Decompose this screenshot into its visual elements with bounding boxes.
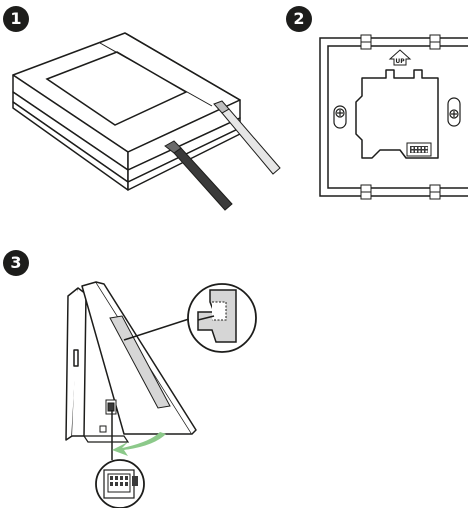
zoom-detail-top [187, 283, 257, 353]
step-1-illustration [12, 32, 281, 211]
frame-clips [360, 34, 441, 200]
up-label: UP [395, 58, 405, 65]
zoom-detail-bottom [95, 459, 145, 508]
center-plate [355, 69, 439, 159]
screwdriver-light [213, 100, 281, 175]
step-3-badge: 3 [3, 250, 29, 276]
step-2-badge: 2 [286, 6, 312, 32]
connector-block [406, 142, 432, 157]
keyhole-right [447, 97, 461, 127]
mounting-plate-frame [319, 37, 468, 197]
green-arrow-icon [112, 432, 166, 456]
bottom-clip [99, 399, 117, 433]
keyhole-left [333, 105, 347, 129]
up-arrow-icon: UP [388, 49, 412, 66]
bezel-split [99, 42, 213, 107]
device-screen [45, 51, 188, 126]
device-body [12, 32, 241, 191]
step-3-illustration [65, 281, 257, 508]
wall-plate [65, 287, 87, 441]
step-1-badge: 1 [3, 6, 29, 32]
bezel-line [124, 32, 241, 101]
screwdriver-dark [164, 140, 233, 211]
leader-lines [111, 317, 193, 460]
bottom-lip [82, 435, 130, 443]
step-2-illustration: UP [319, 34, 468, 200]
